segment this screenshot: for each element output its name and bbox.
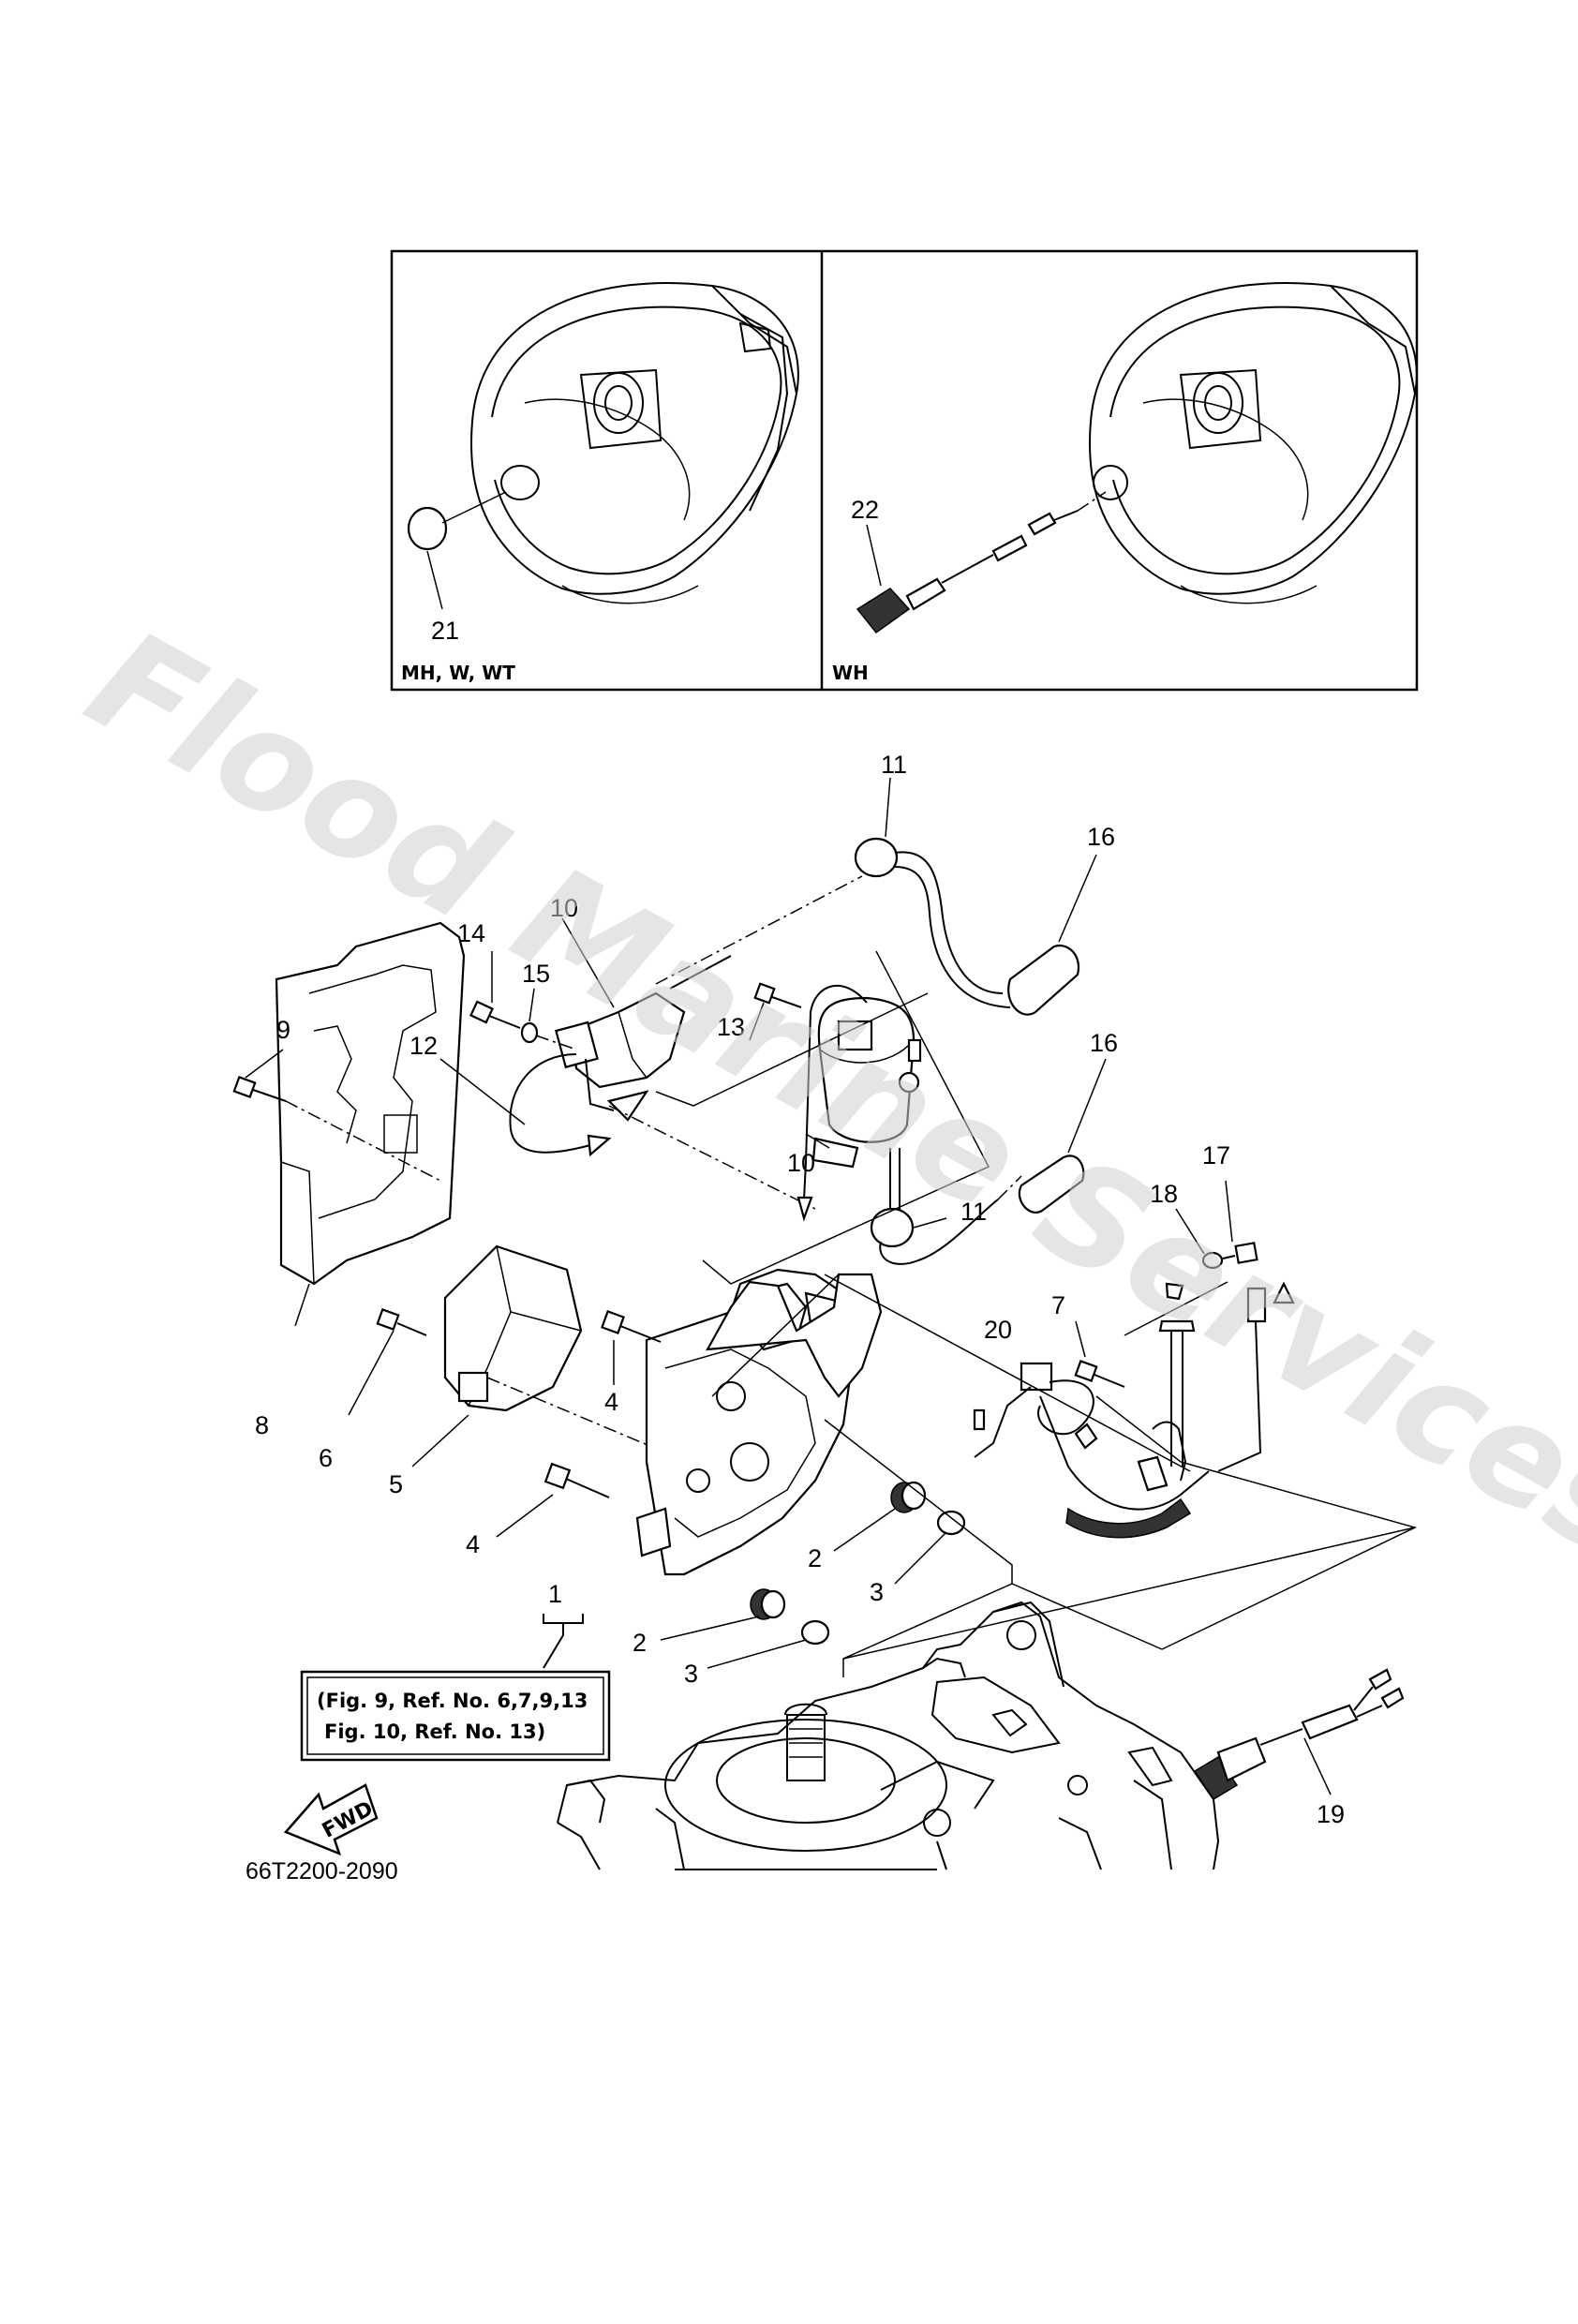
bracket-upper-frame	[706, 1273, 883, 1398]
callout-16-lower: 16	[1090, 1029, 1118, 1057]
flywheel-cover-right	[1089, 282, 1418, 604]
callout-4-lower: 4	[466, 1530, 480, 1558]
leader-lines	[245, 777, 1107, 1467]
main-assembly	[232, 777, 1418, 1870]
callout-19: 19	[1317, 1800, 1345, 1828]
inset-frame	[390, 249, 1419, 692]
callout-5: 5	[389, 1470, 403, 1498]
plug-lead-12	[509, 1053, 649, 1157]
callout-6: 6	[319, 1444, 333, 1472]
note-box: (Fig. 9, Ref. No. 6,7,9,13 Fig. 10, Ref.…	[300, 1670, 611, 1762]
callout-3-upper: 3	[870, 1578, 884, 1606]
callout-10-lower: 10	[787, 1149, 815, 1177]
callout-10-upper: 10	[550, 894, 578, 922]
part-cover-8	[275, 921, 466, 1286]
fwd-arrow: FWD	[283, 1783, 379, 1856]
callout-7: 7	[1051, 1291, 1065, 1319]
callout-18: 18	[1150, 1180, 1178, 1208]
callout-9: 9	[276, 1016, 290, 1044]
collar-3-upper	[894, 1510, 966, 1585]
callout-8: 8	[255, 1411, 269, 1439]
sensor-19	[1193, 1668, 1405, 1801]
part-cdi-unit-5	[443, 1244, 666, 1453]
callout-numbers: 1 2 2 3 3 4 4 5 6 7 8 9 10 10 11 11 12 1…	[255, 496, 1345, 1828]
bolt-9	[232, 1075, 441, 1182]
engine-block	[557, 1601, 1220, 1870]
callout-4-upper: 4	[604, 1388, 618, 1416]
bolt-4-upper	[601, 1310, 662, 1385]
part-20-harness	[973, 1281, 1295, 1539]
ignition-coil-10-upper	[555, 955, 732, 1089]
washer-15	[520, 1021, 539, 1044]
drawing-code: 66T2200-2090	[246, 1858, 398, 1885]
bolt-7	[1074, 1320, 1125, 1388]
callout-16-upper: 16	[1087, 823, 1115, 851]
temp-sensor-22	[856, 491, 1107, 634]
cap-16-lower	[1018, 1155, 1085, 1214]
callout-11-lower: 11	[960, 1198, 987, 1226]
cap-16-upper	[1007, 944, 1080, 1016]
flywheel-cover-left	[470, 282, 799, 604]
callout-15: 15	[522, 960, 550, 988]
callout-12: 12	[409, 1032, 438, 1060]
note-line-1: (Fig. 9, Ref. No. 6,7,9,13	[317, 1690, 588, 1712]
bolt-14	[469, 1000, 521, 1029]
inset-label-right: WH	[832, 662, 869, 684]
callout-2-lower: 2	[633, 1629, 647, 1657]
note-line-2: Fig. 10, Ref. No. 13)	[324, 1721, 545, 1743]
callout-2-upper: 2	[808, 1544, 822, 1572]
callout-1: 1	[548, 1580, 562, 1608]
ht-lead-11-upper	[854, 837, 1011, 1008]
callout-11-upper: 11	[881, 751, 907, 779]
grommet-2-lower	[660, 1588, 786, 1641]
callout-14: 14	[457, 919, 485, 947]
bracket-symbol-1	[543, 1614, 584, 1669]
callout-13: 13	[717, 1013, 745, 1041]
grommet-2-upper	[833, 1481, 927, 1552]
bolt-13	[753, 982, 802, 1008]
bolt-6	[376, 1307, 427, 1336]
collar-3-lower	[707, 1619, 830, 1669]
bolt-4-lower	[496, 1462, 610, 1538]
washer-18	[1165, 1208, 1224, 1301]
bolt-17	[1222, 1180, 1258, 1264]
callout-20: 20	[984, 1316, 1012, 1344]
callout-17: 17	[1202, 1141, 1230, 1169]
callout-22: 22	[851, 496, 879, 524]
plug-cap-21	[407, 506, 448, 551]
ht-lead-11-lower	[870, 1175, 1022, 1265]
inset-panels	[390, 249, 1419, 692]
inset-label-left: MH, W, WT	[401, 662, 515, 684]
callout-21: 21	[431, 617, 459, 645]
callout-3-lower: 3	[684, 1660, 698, 1688]
